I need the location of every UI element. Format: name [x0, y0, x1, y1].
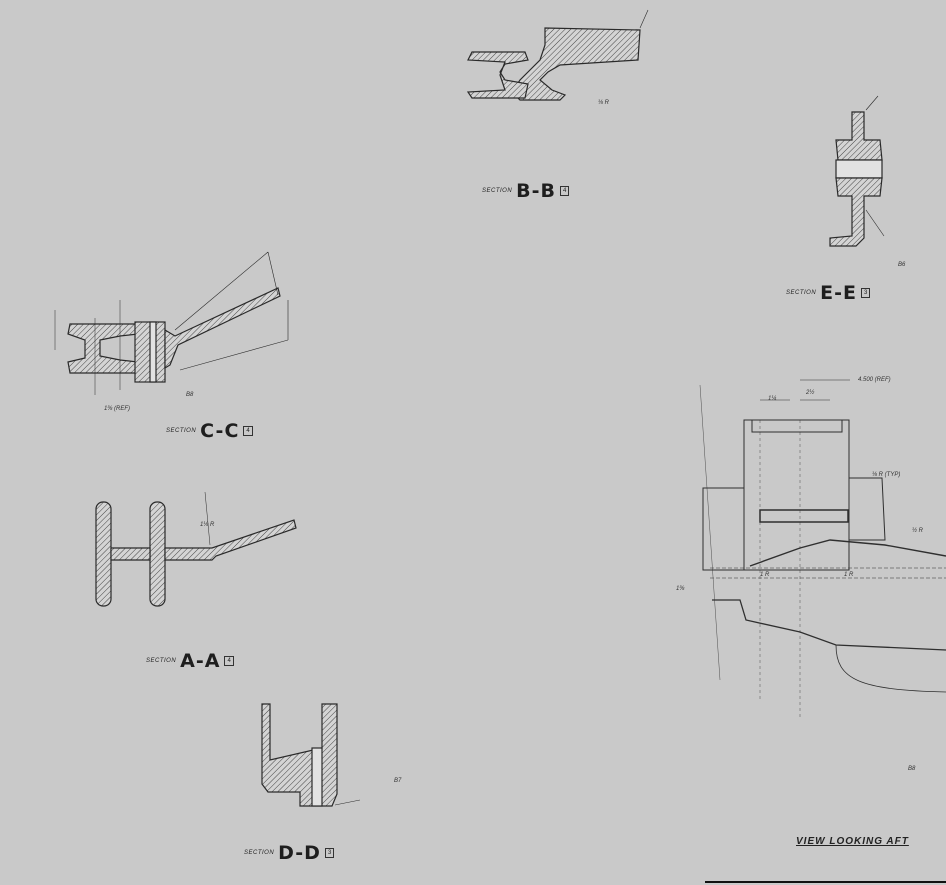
dim-2-half-note: 2½: [806, 390, 815, 396]
section-dd-profile: [261, 703, 361, 807]
dim-4500-note: 4.500 (REF): [858, 377, 891, 383]
section-prefix: SECTION: [786, 290, 817, 296]
view-ref-note: B8: [908, 766, 916, 772]
sheet-ref-box: 4: [560, 186, 570, 196]
view-looking-aft-outline: [699, 379, 946, 720]
section-name: E-E: [820, 282, 858, 304]
section-aa-label: SECTION A-A 4: [146, 650, 234, 672]
sheet-ref-box: 3: [861, 288, 871, 298]
cc-dim-note: 1⅜ (REF): [104, 406, 131, 412]
r-note-2: 1 R: [844, 572, 854, 578]
section-aa-profile: [95, 491, 297, 607]
section-prefix: SECTION: [146, 658, 177, 664]
section-prefix: SECTION: [244, 850, 275, 856]
ee-ref-note: B6: [898, 262, 906, 268]
section-cc-label: SECTION C-C 4: [166, 420, 253, 442]
sheet-ref-box: 4: [224, 656, 234, 666]
sheet-ref-box: 3: [324, 848, 335, 858]
bb-radius-note: ⅛ R: [598, 100, 610, 106]
half-r-note: ½ R: [912, 528, 924, 534]
section-ee-label: SECTION E-E 3: [786, 282, 871, 304]
aa-radius-note: 1⅛ R: [200, 522, 215, 528]
r-note-1: 1 R: [760, 572, 770, 578]
view-looking-aft-title: VIEW LOOKING AFT: [796, 836, 909, 847]
section-bb-profile: [466, 9, 649, 101]
dim-1-4-note: 1¼: [768, 396, 777, 402]
dd-ref-note: B7: [394, 778, 402, 784]
typ-radius-note: ⅛ R (TYP): [872, 472, 901, 478]
dim-1-38-note: 1⅜: [676, 586, 685, 592]
section-name: A-A: [180, 650, 221, 672]
section-name: C-C: [200, 420, 240, 442]
cc-ref-note: B8: [186, 392, 194, 398]
section-bb-label: SECTION B-B 4: [482, 180, 570, 202]
section-name: B-B: [516, 180, 557, 202]
section-cc-profile: [54, 251, 289, 395]
sheet-ref-box: 4: [243, 426, 253, 436]
section-prefix: SECTION: [166, 428, 197, 434]
section-prefix: SECTION: [482, 188, 513, 194]
section-dd-label: SECTION D-D 3: [244, 842, 335, 864]
section-name: D-D: [278, 842, 321, 864]
section-ee-profile: [829, 95, 885, 247]
